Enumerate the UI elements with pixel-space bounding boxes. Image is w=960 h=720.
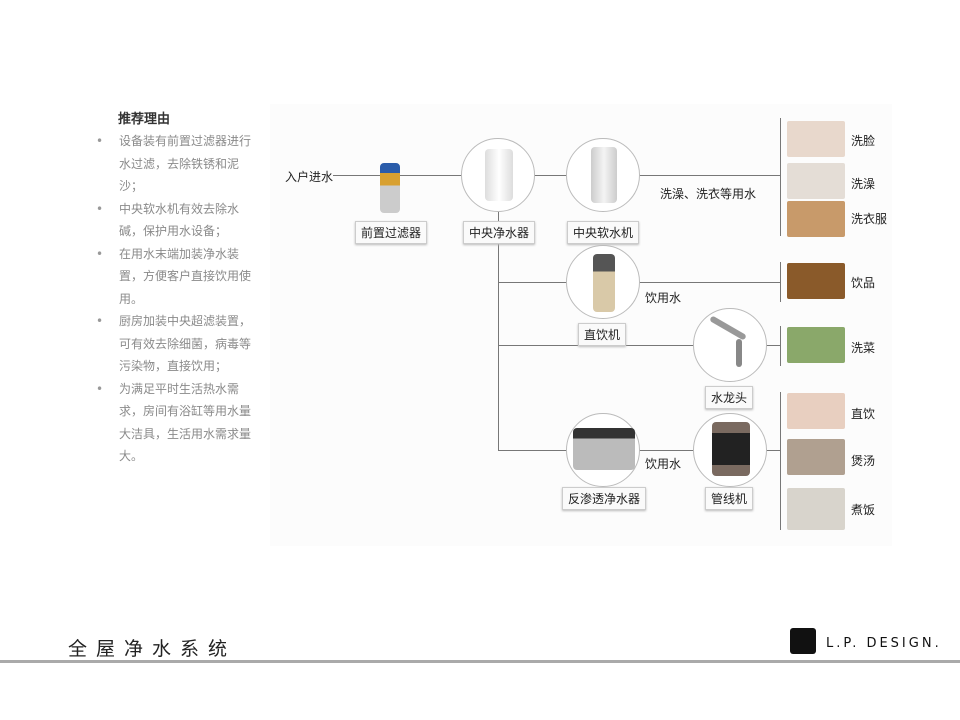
ro-purifier-label: 反渗透净水器	[562, 487, 647, 510]
pipe-faucet	[498, 345, 780, 346]
reason-item: 设备装有前置过滤器进行水过滤，去除铁锈和泥沙；	[96, 130, 256, 198]
prefilter-label: 前置过滤器	[355, 221, 428, 244]
reasons-title: 推荐理由	[118, 112, 171, 127]
footer-divider	[0, 660, 960, 663]
reason-item: 厨房加装中央超滤装置，可有效去除细菌，病毒等污染物，直接饮用；	[96, 310, 256, 378]
beverage-photo	[787, 263, 845, 299]
bracket-bath	[780, 118, 781, 236]
brand-name: L.P. DESIGN.	[826, 636, 942, 651]
use-label: 煲汤	[851, 454, 876, 468]
bracket-veg	[780, 326, 781, 366]
branch-pipe	[498, 212, 499, 450]
bracket-drink	[780, 262, 781, 302]
drinking-photo	[787, 393, 845, 429]
flow-drinking-1: 饮用水	[645, 291, 682, 305]
direct-drinker-label: 直饮机	[578, 323, 627, 346]
direct-drinker-node	[566, 245, 640, 319]
flow-bath-laundry: 洗澡、洗衣等用水	[660, 187, 757, 201]
pipeline-machine-label: 管线机	[705, 487, 754, 510]
central-purifier-node	[461, 138, 535, 212]
use-label: 洗菜	[851, 341, 876, 355]
faucet-node	[693, 308, 767, 382]
central-softener-label: 中央软水机	[567, 221, 640, 244]
bracket-cook	[780, 392, 781, 530]
vegetables-photo	[787, 327, 845, 363]
use-label: 煮饭	[851, 503, 876, 517]
laundry-photo	[787, 201, 845, 237]
use-label: 洗脸	[851, 134, 876, 148]
soup-photo	[787, 439, 845, 475]
reason-item: 中央软水机有效去除水碱，保护用水设备；	[96, 198, 256, 243]
reason-item: 为满足平时生活热水需求，房间有浴缸等用水量大洁具，生活用水需求量大。	[96, 378, 256, 468]
ro-purifier-node	[566, 413, 640, 487]
use-label: 洗澡	[851, 177, 876, 191]
pipeline-machine-node	[693, 413, 767, 487]
use-label: 洗衣服	[851, 212, 888, 226]
rice-photo	[787, 488, 845, 530]
main-pipe	[333, 175, 780, 176]
flow-drinking-2: 饮用水	[645, 457, 682, 471]
prefilter-image	[380, 163, 400, 213]
use-label: 饮品	[851, 276, 876, 290]
reasons-list: 设备装有前置过滤器进行水过滤，去除铁锈和泥沙； 中央软水机有效去除水碱，保护用水…	[96, 130, 256, 468]
brand-logo-icon	[790, 628, 816, 654]
central-softener-node	[566, 138, 640, 212]
bath-photo	[787, 163, 845, 199]
face-wash-photo	[787, 121, 845, 157]
faucet-label: 水龙头	[705, 386, 754, 409]
page-title: 全屋净水系统	[68, 638, 237, 660]
use-label: 直饮	[851, 407, 876, 421]
central-purifier-label: 中央净水器	[463, 221, 536, 244]
inlet-label: 入户进水	[285, 170, 334, 184]
reason-item: 在用水末端加装净水装置，方便客户直接饮用使用。	[96, 243, 256, 311]
